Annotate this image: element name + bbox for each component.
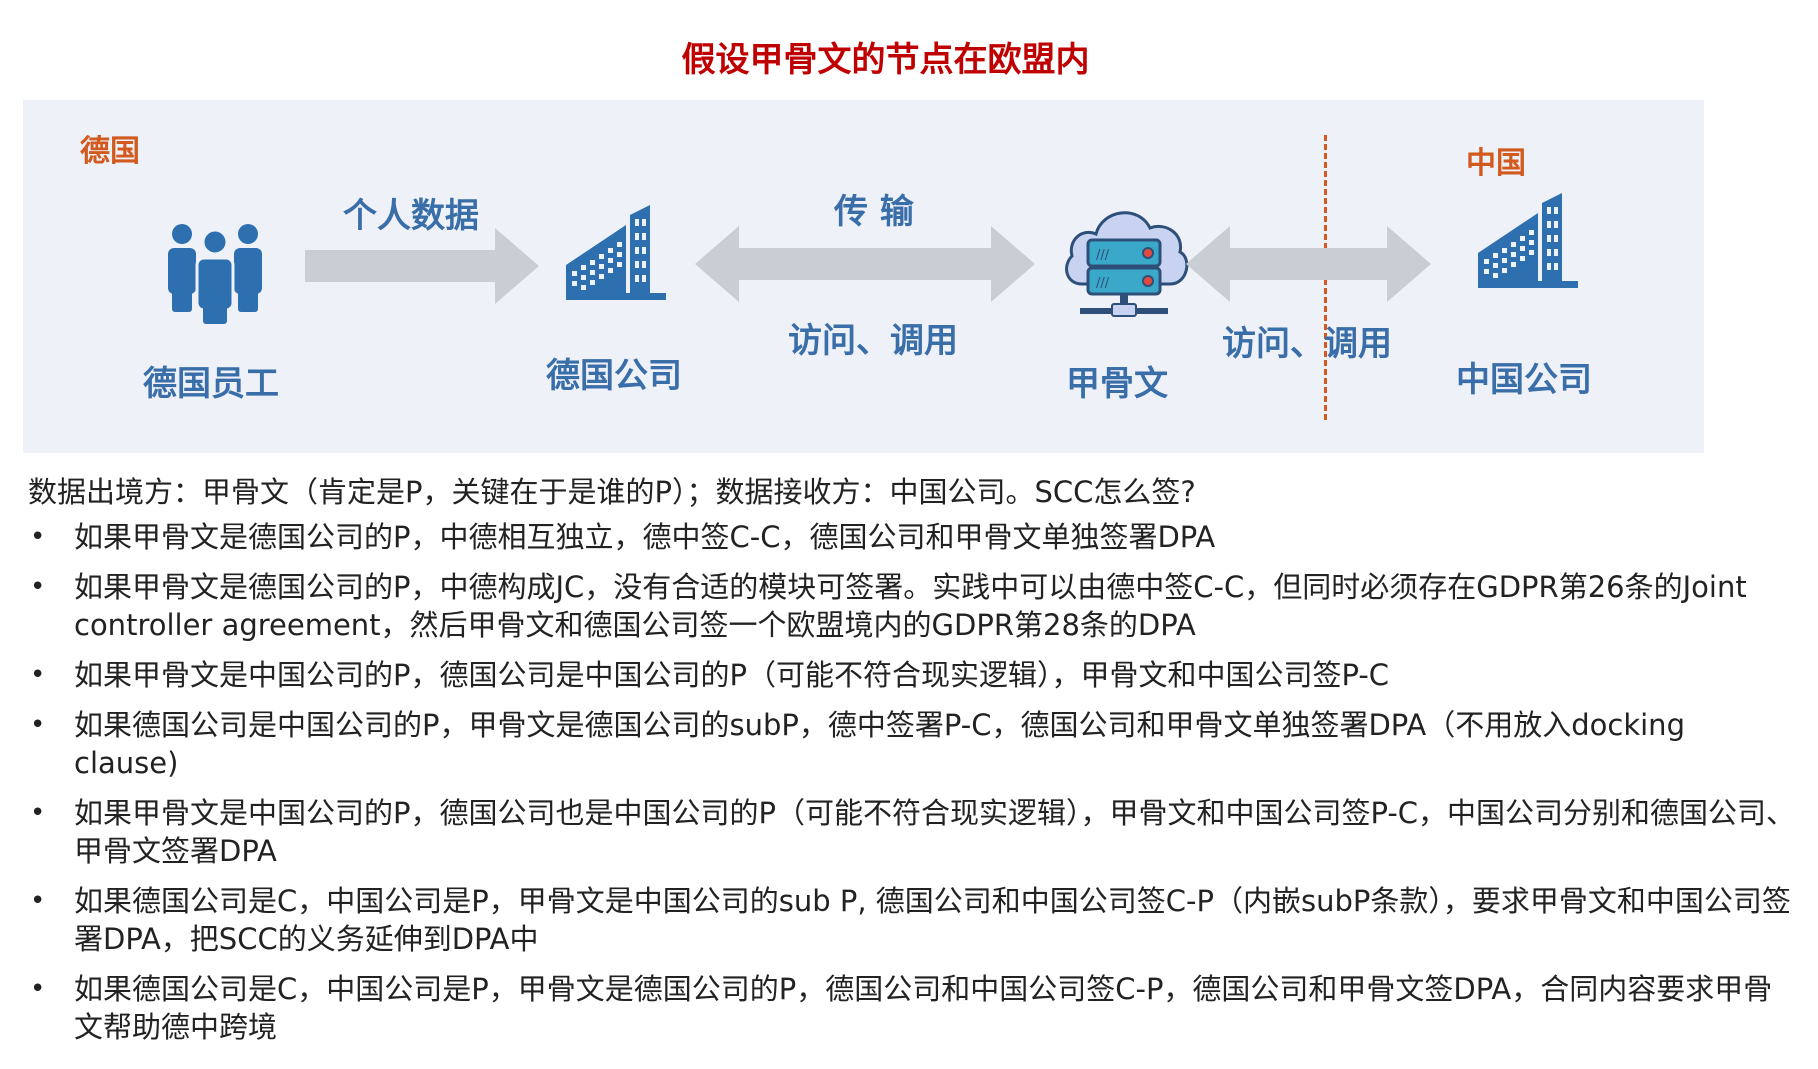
scenario-item: 如果德国公司是中国公司的P，甲骨文是德国公司的subP，德中签署P-C，德国公司… (28, 706, 1798, 782)
personal-data-label: 个人数据 (343, 196, 479, 236)
svg-text:///: /// (1096, 248, 1110, 263)
svg-text:///: /// (1096, 276, 1110, 291)
scenario-item: 如果甲骨文是中国公司的P，德国公司也是中国公司的P（可能不符合现实逻辑），甲骨文… (28, 794, 1798, 870)
cloud-server-icon: /// /// (1065, 211, 1189, 317)
scenario-list: 如果甲骨文是德国公司的P，中德相互独立，德中签C-C，德国公司和甲骨文单独签署D… (28, 518, 1798, 1046)
scenario-item: 如果甲骨文是德国公司的P，中德相互独立，德中签C-C，德国公司和甲骨文单独签署D… (28, 518, 1798, 556)
region-china-label: 中国 (1466, 146, 1526, 181)
access-call-label-2: 访问、调用 (1222, 324, 1392, 364)
region-germany-label: 德国 (80, 134, 140, 169)
china-company-building-icon (1478, 193, 1578, 288)
scenario-item: 如果德国公司是C，中国公司是P，甲骨文是德国公司的P，德国公司和中国公司签C-P… (28, 970, 1798, 1046)
personal-data-arrow (305, 228, 539, 304)
transfer-double-arrow (695, 226, 1035, 302)
scenario-item: 如果甲骨文是德国公司的P，中德构成JC，没有合适的模块可签署。实践中可以由德中签… (28, 568, 1798, 644)
china-company-label: 中国公司 (1456, 360, 1592, 400)
scenario-item: 如果甲骨文是中国公司的P，德国公司是中国公司的P（可能不符合现实逻辑），甲骨文和… (28, 656, 1798, 694)
analysis-text: 数据出境方：甲骨文（肯定是P，关键在于是谁的P）；数据接收方：中国公司。SCC怎… (28, 470, 1798, 1058)
access-call-label-1: 访问、调用 (788, 321, 958, 361)
oracle-label: 甲骨文 (1066, 364, 1168, 404)
employees-label: 德国员工 (143, 364, 279, 404)
intro-line: 数据出境方：甲骨文（肯定是P，关键在于是谁的P）；数据接收方：中国公司。SCC怎… (28, 475, 1196, 509)
access-double-arrow (1186, 226, 1431, 302)
employees-icon (168, 224, 262, 324)
page-title: 假设甲骨文的节点在欧盟内 (681, 40, 1090, 80)
german-company-label: 德国公司 (546, 356, 682, 396)
german-company-building-icon (566, 205, 666, 300)
transfer-label: 传 输 (834, 192, 914, 232)
scenario-item: 如果德国公司是C，中国公司是P，甲骨文是中国公司的sub P, 德国公司和中国公… (28, 882, 1798, 958)
